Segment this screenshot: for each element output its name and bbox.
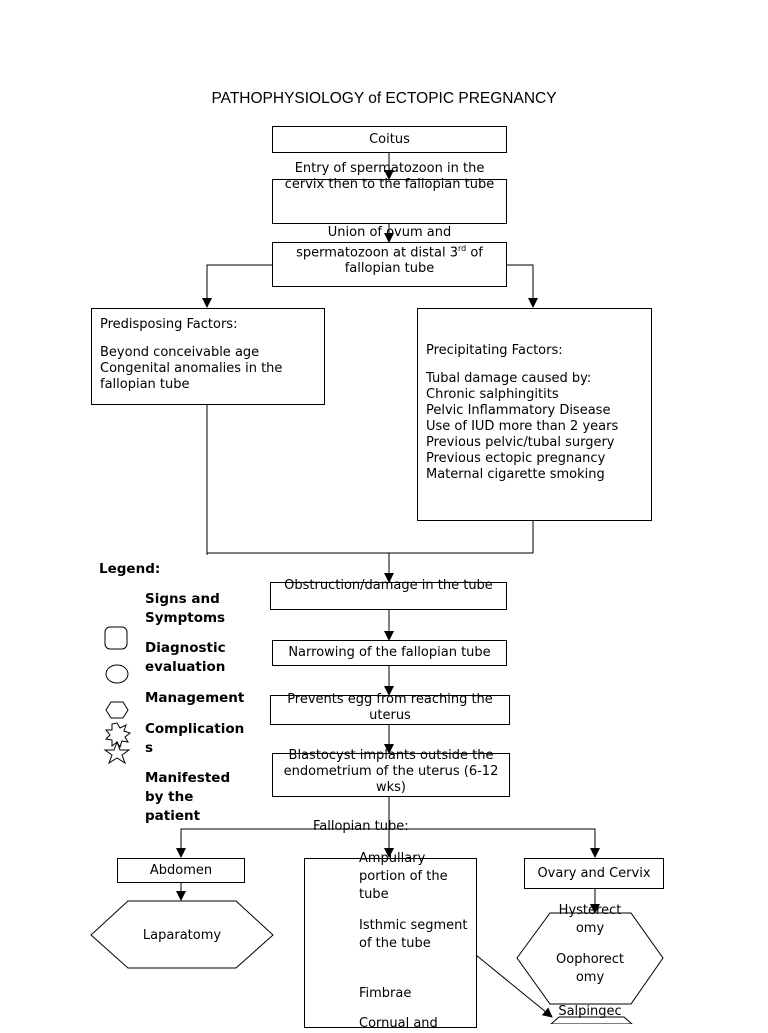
fallopian-tube-label: Fallopian tube: <box>313 819 409 834</box>
obstruction-text: Obstruction/damage in the tube <box>284 578 493 593</box>
obstruction-box <box>270 582 507 610</box>
precipitating-item: Previous pelvic/tubal surgery <box>426 435 615 450</box>
legend-rounded-rect-shape <box>104 626 128 650</box>
salpingectomy-hexagon-top <box>550 1016 633 1024</box>
coitus-text: Coitus <box>369 132 410 147</box>
precipitating-item: Previous ectopic pregnancy <box>426 451 606 466</box>
union-sup: rd <box>457 244 467 253</box>
hysterectomy-line-2: omy <box>575 921 605 936</box>
precipitating-heading: Precipitating Factors: <box>426 343 563 358</box>
narrowing-box: Narrowing of the fallopian tube <box>272 640 507 666</box>
hysterectomy-text: Hysterect omy <box>540 902 640 938</box>
union-line-1: Union of ovum and <box>327 225 452 240</box>
legend-star-shape <box>103 740 131 765</box>
union-line-3: fallopian tube <box>344 261 435 277</box>
precipitating-item: Maternal cigarette smoking <box>426 467 605 482</box>
ovary-cervix-box: Ovary and Cervix <box>524 858 664 889</box>
precipitating-item: Chronic salphingitits <box>426 387 559 402</box>
oophorectomy-line-2: omy <box>575 970 605 985</box>
union-box <box>272 242 507 287</box>
union-line-2: spermatozoon at distal 3 <box>296 245 458 261</box>
predisposing-item: Congenital anomalies in the fallopian tu… <box>100 361 283 392</box>
page-title: PATHOPHYSIOLOGY of ECTOPIC PREGNANCY <box>211 90 557 107</box>
precipitating-item: Use of IUD more than 2 years <box>426 419 619 434</box>
legend-burst-shape <box>104 722 132 749</box>
legend-management: Management <box>145 690 245 706</box>
hysterectomy-line-1: Hysterect <box>558 903 622 918</box>
salpingectomy-text: Salpingec <box>558 1004 622 1019</box>
entry-text: Entry of spermatozoon in the cervix then… <box>284 161 495 192</box>
union-line-2b: of <box>466 245 483 261</box>
narrowing-text: Narrowing of the fallopian tube <box>288 645 491 660</box>
precipitating-item: Tubal damage caused by: <box>426 371 592 386</box>
arrow-union-predisposing <box>202 264 273 308</box>
tube-part-fimbrae: Fimbrae <box>359 986 412 1001</box>
prevents-text: Prevents egg from reaching the uterus <box>287 692 493 723</box>
abdomen-text: Abdomen <box>149 863 213 878</box>
legend-oval-shape <box>105 664 129 684</box>
ovary-cervix-text: Ovary and Cervix <box>537 866 651 881</box>
legend-hexagon-shape <box>105 701 129 719</box>
legend-manifested: Manifested by the patient <box>145 770 231 824</box>
union-text: Union of ovum and spermatozoon at distal… <box>276 225 503 277</box>
tube-part-isthmic: Isthmic segment of the tube <box>359 918 468 951</box>
tube-part-cornual: Cornual and <box>359 1016 438 1031</box>
legend-signs: Signs and Symptoms <box>145 591 226 626</box>
precipitating-box: Precipitating Factors: Tubal damage caus… <box>417 308 652 521</box>
abdomen-box: Abdomen <box>117 858 245 883</box>
tube-parts-box <box>304 858 477 1028</box>
prevents-box <box>270 695 510 725</box>
oophorectomy-line-1: Oophorect <box>556 952 624 967</box>
arrow-tube-salpingectomy <box>475 954 553 1018</box>
oophorectomy-text: Oophorect omy <box>540 951 640 987</box>
surgery-hexagon <box>516 912 664 1005</box>
legend-complications: Complication s <box>145 721 245 756</box>
legend-diagnostic: Diagnostic evaluation <box>145 640 226 675</box>
tube-part-ampullary: Ampullary portion of the tube <box>359 851 448 902</box>
arrow-union-precipitating <box>506 264 538 308</box>
predisposing-box: Predisposing Factors: Beyond conceivable… <box>91 308 325 405</box>
legend-title: Legend: <box>99 561 161 577</box>
predisposing-heading: Predisposing Factors: <box>100 317 238 332</box>
laparatomy-hexagon <box>90 900 274 969</box>
blastocyst-text: Blastocyst implants outside the endometr… <box>283 748 499 795</box>
line-precipitating-merge <box>207 520 534 554</box>
precipitating-item: Pelvic Inflammatory Disease <box>426 403 611 418</box>
coitus-box: Coitus <box>272 126 507 153</box>
entry-box <box>272 179 507 224</box>
predisposing-item: Beyond conceivable age <box>100 345 260 360</box>
blastocyst-box <box>272 753 510 797</box>
laparatomy-text: Laparatomy <box>142 928 222 943</box>
